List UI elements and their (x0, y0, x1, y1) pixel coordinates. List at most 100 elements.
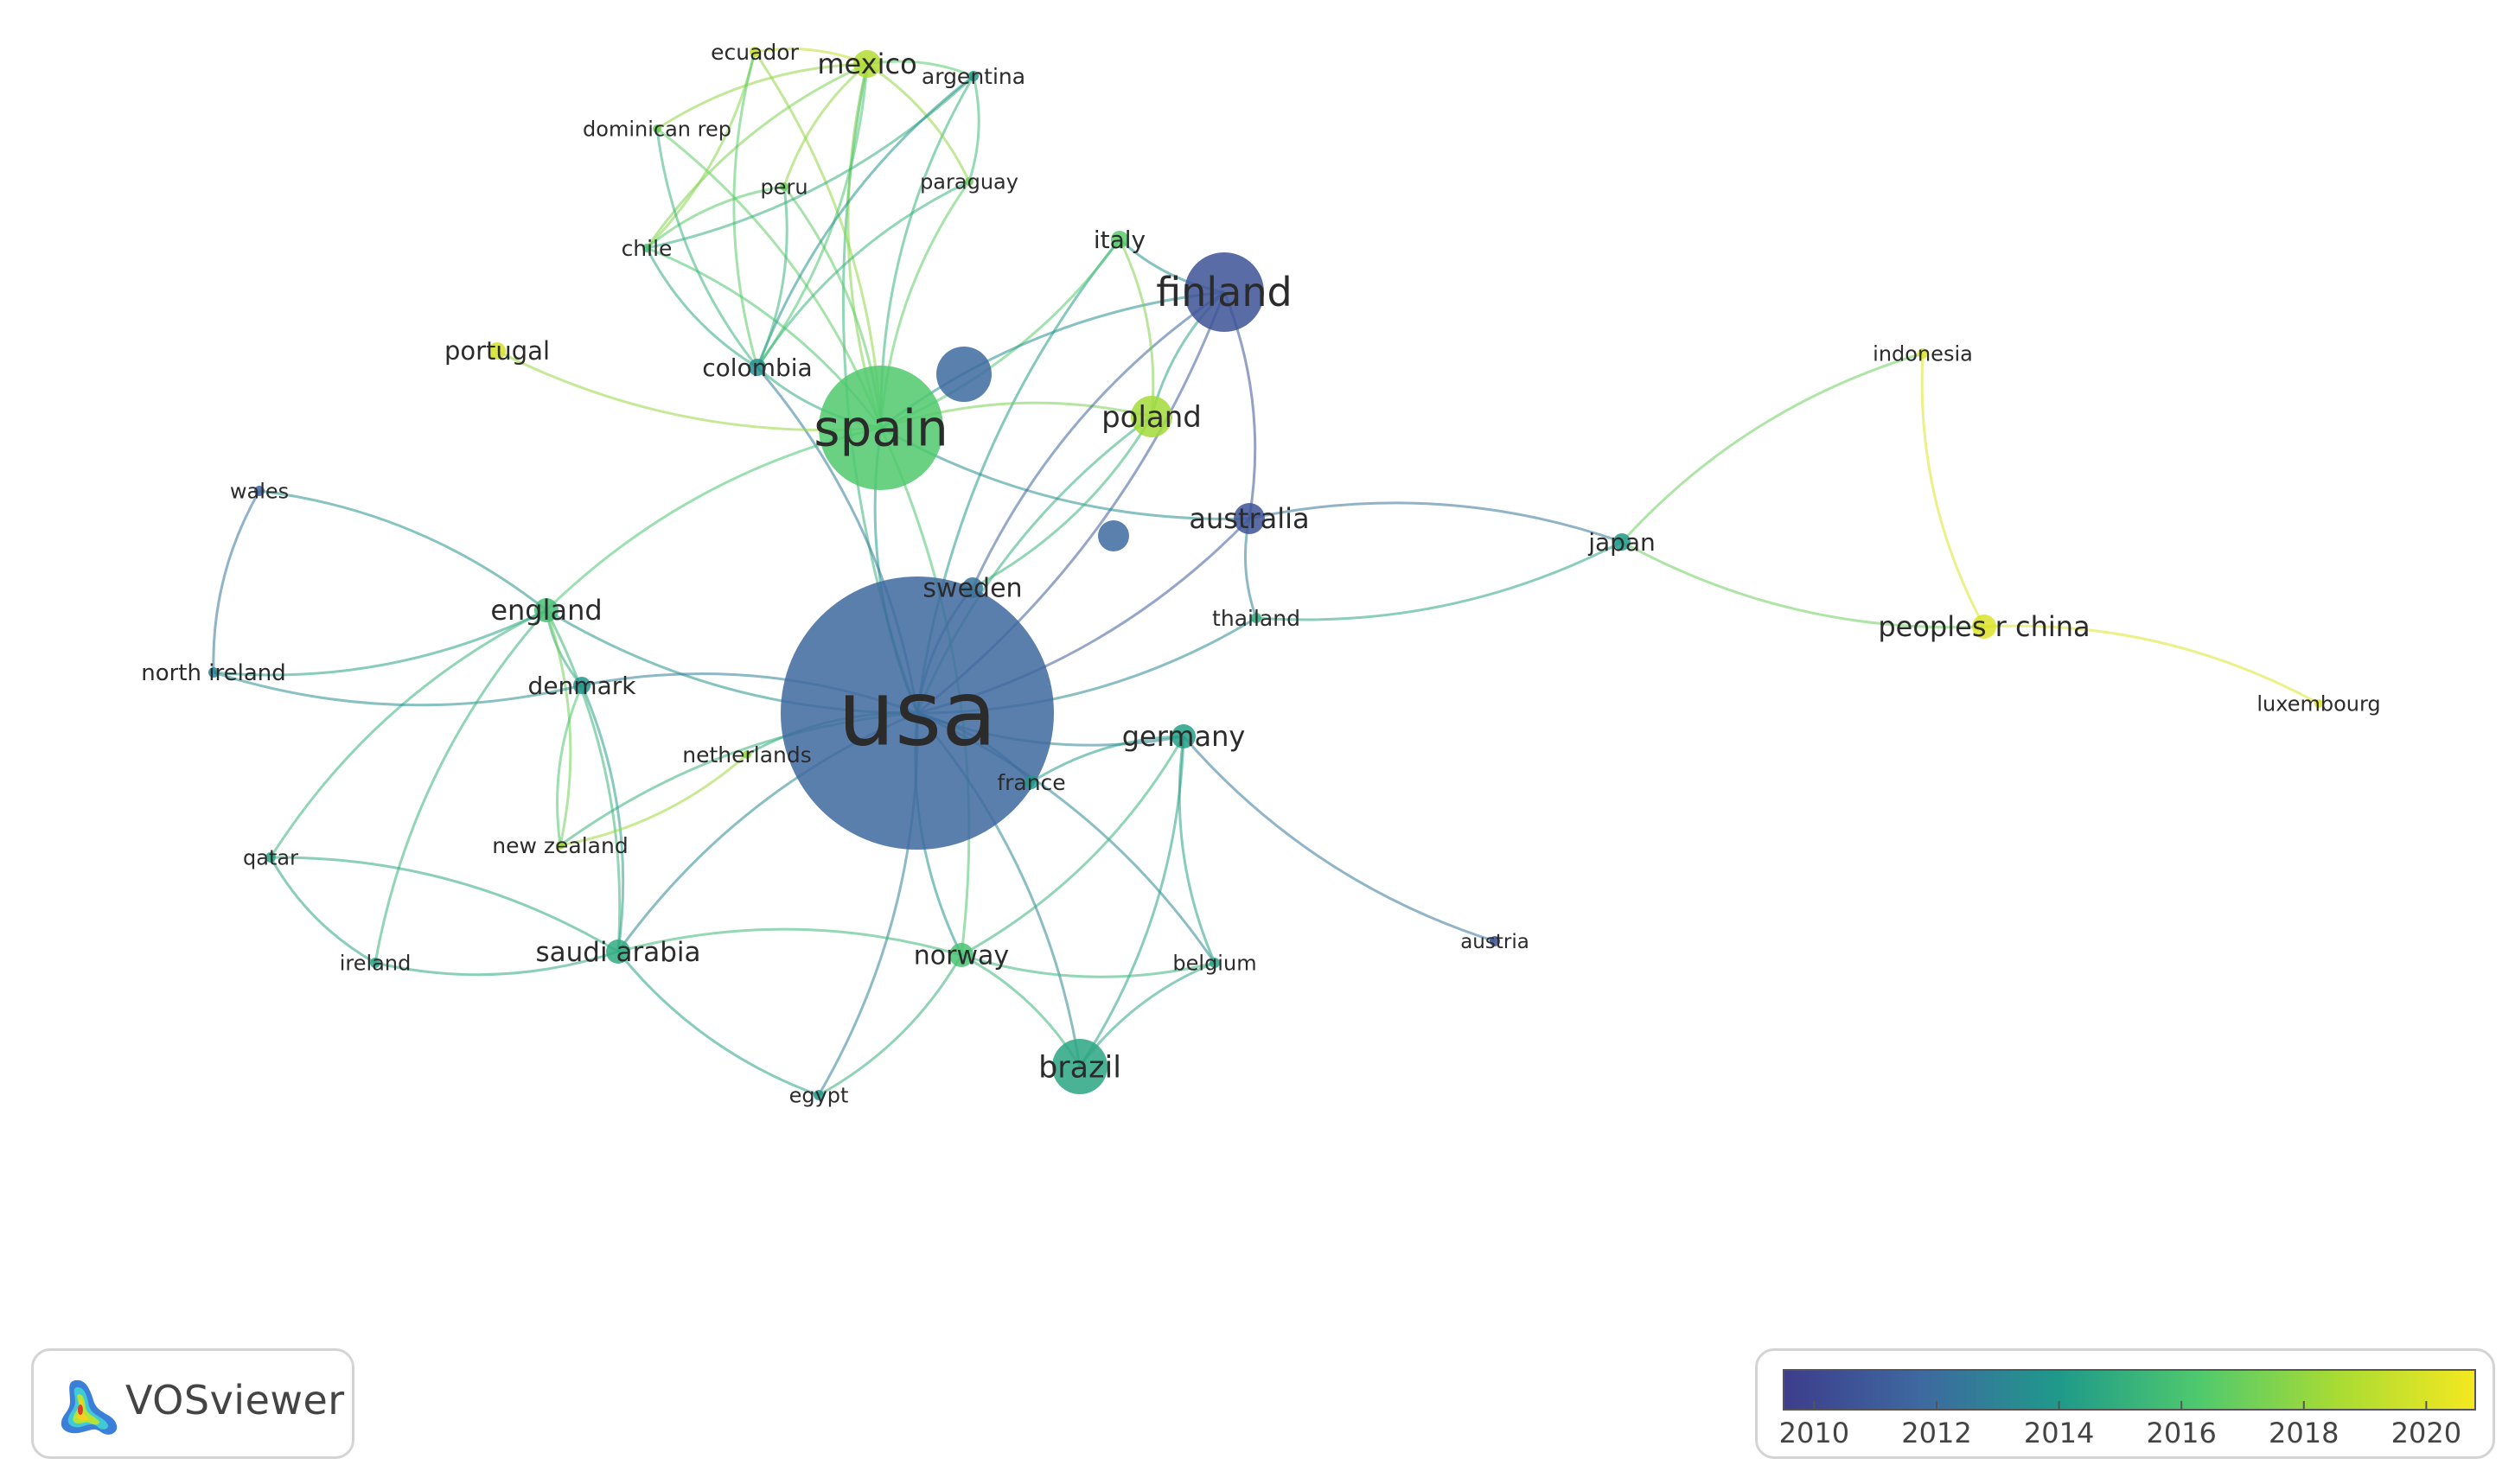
vosviewer-logo: VOSviewer (31, 1348, 354, 1459)
nodes-layer (208, 47, 2323, 1100)
node-qatar[interactable] (265, 852, 276, 863)
label-brazil: brazil (1038, 1050, 1121, 1085)
link-saudi-arabia-egypt (616, 951, 820, 1097)
label-mexico: mexico (817, 48, 916, 80)
label-ecuador: ecuador (711, 40, 799, 65)
node-mexico[interactable] (853, 50, 881, 78)
node-sweden[interactable] (962, 577, 983, 598)
link-peru-colombia (756, 186, 788, 368)
label-indonesia: indonesia (1873, 341, 1973, 366)
node-germany[interactable] (1171, 724, 1196, 748)
link-germany-brazil (1078, 736, 1185, 1067)
node-brazil[interactable] (1052, 1039, 1107, 1094)
node-luxembourg[interactable] (2314, 699, 2323, 708)
node-peru[interactable] (780, 182, 788, 191)
label-portugal: portugal (444, 336, 550, 366)
link-peoples-r-china-luxembourg (1983, 624, 2320, 705)
link-argentina-chile (646, 74, 975, 250)
node-colombia[interactable] (749, 359, 766, 376)
link-germany-norway (961, 736, 1185, 957)
colorbar-tick-label-2010: 2010 (1779, 1417, 1849, 1449)
node-chile[interactable] (642, 244, 651, 252)
label-france: france (997, 770, 1065, 795)
label-dominican-rep: dominican rep (583, 117, 731, 141)
label-denmark: denmark (528, 672, 637, 700)
label-north-ireland: north ireland (141, 660, 286, 686)
colorbar-tick-label-2014: 2014 (2024, 1417, 2094, 1449)
node-netherlands[interactable] (743, 750, 751, 759)
link-netherlands-new-zealand (559, 753, 748, 847)
label-argentina: argentina (922, 64, 1025, 89)
node-spain[interactable] (819, 366, 943, 490)
node-peoples-r-china[interactable] (1972, 615, 1996, 639)
link-ireland-saudi-arabia (374, 950, 619, 977)
node-denmark[interactable] (573, 677, 590, 694)
link-paraguay-colombia (756, 180, 970, 368)
label-finland: finland (1156, 269, 1292, 315)
label-egypt: egypt (789, 1083, 849, 1107)
label-belgium: belgium (1172, 951, 1256, 975)
link-norway-belgium (961, 953, 1216, 978)
node-ireland[interactable] (370, 958, 380, 968)
label-japan: japan (1587, 528, 1656, 557)
link-wales-north-ireland (212, 490, 261, 673)
label-netherlands: netherlands (682, 742, 812, 767)
node-ecuador[interactable] (750, 47, 760, 57)
node-thailand[interactable] (1251, 613, 1261, 623)
label-england: england (490, 594, 602, 627)
node-saudi-arabia[interactable] (606, 939, 630, 964)
node-wales[interactable] (254, 486, 265, 496)
node-paraguay[interactable] (965, 177, 973, 186)
link-ecuador-chile (645, 51, 756, 250)
node-argentina[interactable] (968, 71, 979, 81)
node-portugal[interactable] (488, 342, 506, 360)
node-egypt[interactable] (814, 1090, 824, 1100)
link-egypt-norway (818, 954, 963, 1097)
node-italy[interactable] (1111, 231, 1128, 248)
link-argentina-colombia (756, 74, 974, 368)
link-finland-sweden (971, 290, 1225, 589)
colorbar-tick-label-2016: 2016 (2146, 1417, 2216, 1449)
link-denmark-north-ireland (213, 671, 583, 707)
links-layer (212, 48, 2320, 1097)
label-new-zealand: new zealand (492, 833, 628, 858)
link-mexico-peru (782, 62, 868, 188)
node-unlabeled-1[interactable] (936, 347, 992, 402)
label-usa: usa (838, 660, 997, 766)
link-england-wales (259, 489, 547, 612)
label-italy: italy (1094, 226, 1146, 254)
link-chile-colombia (645, 247, 758, 369)
node-france[interactable] (1025, 775, 1038, 789)
link-qatar-ireland (269, 857, 376, 965)
node-england[interactable] (534, 598, 559, 622)
label-austria: austria (1460, 931, 1529, 953)
node-poland[interactable] (1131, 396, 1172, 437)
link-japan-indonesia (1620, 352, 1924, 544)
node-finland[interactable] (1184, 252, 1264, 332)
label-peru: peru (760, 175, 807, 199)
label-paraguay: paraguay (920, 169, 1018, 194)
node-norway[interactable] (949, 943, 973, 967)
node-north-ireland[interactable] (208, 667, 219, 678)
node-dominican-rep[interactable] (653, 124, 661, 133)
node-austria[interactable] (1490, 936, 1500, 946)
node-australia[interactable] (1234, 503, 1265, 534)
link-denmark-new-zealand (556, 685, 584, 846)
labels-layer: usaspainfinlandpolandaustraliamexicoecua… (141, 40, 2380, 1108)
node-belgium[interactable] (1210, 958, 1220, 968)
label-colombia: colombia (702, 353, 812, 382)
link-germany-france (1031, 735, 1184, 784)
node-indonesia[interactable] (1918, 348, 1928, 359)
node-unlabeled-2[interactable] (1098, 520, 1129, 551)
label-spain: spain (814, 398, 948, 457)
label-wales: wales (230, 479, 289, 503)
node-usa[interactable] (781, 576, 1054, 850)
link-england-saudi-arabia (545, 609, 622, 952)
node-japan[interactable] (1613, 533, 1631, 551)
link-dominican-rep-colombia (655, 128, 759, 368)
link-england-new-zealand (545, 609, 572, 846)
link-japan-thailand (1255, 540, 1623, 621)
node-new-zealand[interactable] (556, 841, 565, 850)
